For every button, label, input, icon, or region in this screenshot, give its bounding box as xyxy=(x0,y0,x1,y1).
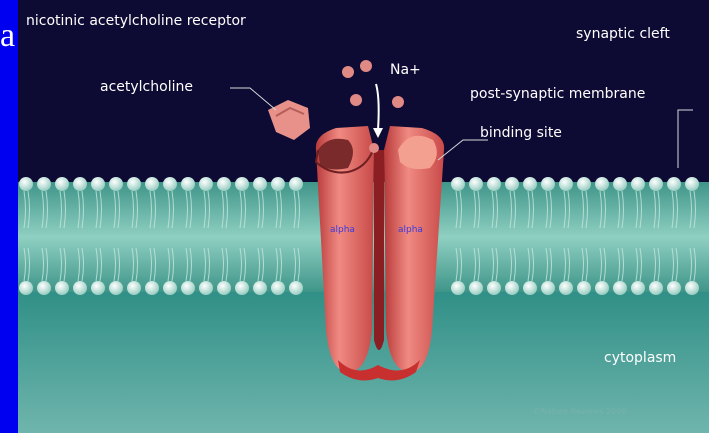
receptor-channel xyxy=(316,126,444,380)
lipid-head xyxy=(145,281,159,295)
diagram-canvas: nicotinic acetylcholine receptor acetylc… xyxy=(18,0,709,433)
cytoplasm-label: cytoplasm xyxy=(604,350,676,366)
lipid-head xyxy=(271,177,285,191)
lipid-head xyxy=(631,281,645,295)
lipid-head xyxy=(685,177,699,191)
lipid-head xyxy=(577,177,591,191)
receptor-title-label: nicotinic acetylcholine receptor xyxy=(26,13,246,29)
lipid-head xyxy=(577,281,591,295)
slide-letter: a xyxy=(0,6,18,66)
lipid-head xyxy=(127,281,141,295)
lipid-head xyxy=(613,177,627,191)
lipid-head xyxy=(235,177,249,191)
lipid-head xyxy=(559,281,573,295)
lipid-head xyxy=(649,177,663,191)
lipid-head xyxy=(55,281,69,295)
sodium-ion-label: Na+ xyxy=(390,62,421,78)
subunit-right-label: alpha xyxy=(398,225,423,235)
lipid-head xyxy=(109,281,123,295)
lipid-head xyxy=(451,177,465,191)
lipid-head xyxy=(181,281,195,295)
lipid-head xyxy=(595,281,609,295)
lipid-head xyxy=(181,177,195,191)
lipid-head xyxy=(163,177,177,191)
lipid-head xyxy=(469,177,483,191)
acetylcholine-label: acetylcholine xyxy=(100,79,193,95)
lipid-head xyxy=(91,177,105,191)
lipid-head xyxy=(253,177,267,191)
lipid-head xyxy=(487,177,501,191)
channel-pore xyxy=(374,150,384,350)
receptor-diagram: nicotinic acetylcholine receptor acetylc… xyxy=(18,0,709,433)
subunit-left-label: alpha xyxy=(330,225,355,235)
lipid-head xyxy=(469,281,483,295)
lipid-head xyxy=(685,281,699,295)
lipid-head xyxy=(163,281,177,295)
lipid-head xyxy=(559,177,573,191)
post-synaptic-membrane-label: post-synaptic membrane xyxy=(470,86,645,102)
lipid-head xyxy=(73,281,87,295)
lipid-head xyxy=(505,281,519,295)
lipid-head xyxy=(487,281,501,295)
lipid-head xyxy=(253,281,267,295)
lipid-head xyxy=(235,281,249,295)
lipid-head xyxy=(19,281,33,295)
lipid-head xyxy=(541,281,555,295)
lipid-head xyxy=(649,281,663,295)
lipid-head xyxy=(217,177,231,191)
lipid-head xyxy=(199,177,213,191)
lipid-head xyxy=(451,281,465,295)
lipid-head xyxy=(667,177,681,191)
lipid-head xyxy=(127,177,141,191)
lipid-head xyxy=(541,177,555,191)
lipid-head xyxy=(523,177,537,191)
lipid-head xyxy=(505,177,519,191)
lipid-head xyxy=(37,281,51,295)
lipid-head xyxy=(199,281,213,295)
lipid-head xyxy=(55,177,69,191)
lipid-head xyxy=(145,177,159,191)
lipid-head xyxy=(289,281,303,295)
lipid-head xyxy=(667,281,681,295)
lipid-head xyxy=(109,177,123,191)
copyright-label: ©Nature Reviews 2006 xyxy=(533,407,626,416)
lipid-head xyxy=(271,281,285,295)
binding-site-label: binding site xyxy=(480,125,562,141)
lipid-head xyxy=(91,281,105,295)
lipid-head xyxy=(631,177,645,191)
lipid-head xyxy=(613,281,627,295)
lipid-head xyxy=(595,177,609,191)
synaptic-cleft-label: synaptic cleft xyxy=(576,26,670,42)
lipid-head xyxy=(289,177,303,191)
lipid-head xyxy=(217,281,231,295)
lipid-head xyxy=(73,177,87,191)
lipid-head xyxy=(523,281,537,295)
lipid-head xyxy=(37,177,51,191)
lipid-head xyxy=(19,177,33,191)
